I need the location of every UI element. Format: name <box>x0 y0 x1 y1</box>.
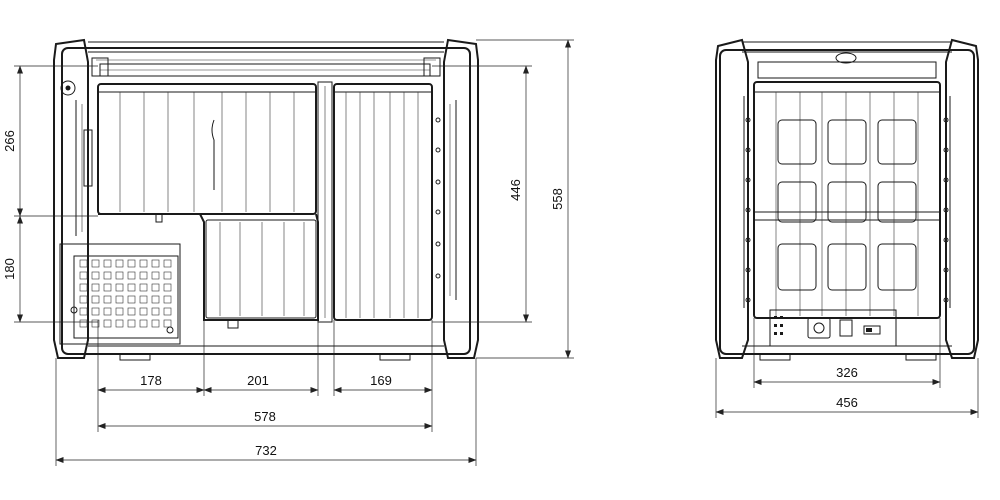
dim-upper-height: 266 <box>2 130 17 152</box>
handle-icon <box>835 52 857 64</box>
lock-icon <box>60 80 76 96</box>
dim-overall-width: 732 <box>255 443 277 458</box>
dim-compartment-1: 178 <box>140 373 162 388</box>
dim-compartment-3: 169 <box>370 373 392 388</box>
dim-interior-depth: 326 <box>836 365 858 380</box>
dim-interior-height: 446 <box>508 179 523 201</box>
power-socket-icon <box>813 322 825 334</box>
side-view <box>715 38 979 361</box>
right-corner-guard <box>443 38 479 359</box>
dim-compartment-2: 201 <box>247 373 269 388</box>
front-view <box>53 38 479 361</box>
dim-interior-width: 578 <box>254 409 276 424</box>
dim-overall-depth: 456 <box>836 395 858 410</box>
control-panel <box>769 309 897 347</box>
left-hinge <box>91 57 109 77</box>
upper-basket <box>97 83 317 223</box>
left-corner-guard <box>53 38 89 359</box>
dimension-labels: 178 201 169 578 732 266 180 446 558 326 … <box>2 130 858 458</box>
dim-lower-height: 180 <box>2 258 17 280</box>
dim-overall-height: 558 <box>550 188 565 210</box>
right-basket <box>317 81 433 323</box>
ventilation-grille <box>59 243 181 345</box>
right-hinge <box>423 57 441 77</box>
lower-basket <box>98 213 319 329</box>
dimension-lines <box>14 39 979 466</box>
